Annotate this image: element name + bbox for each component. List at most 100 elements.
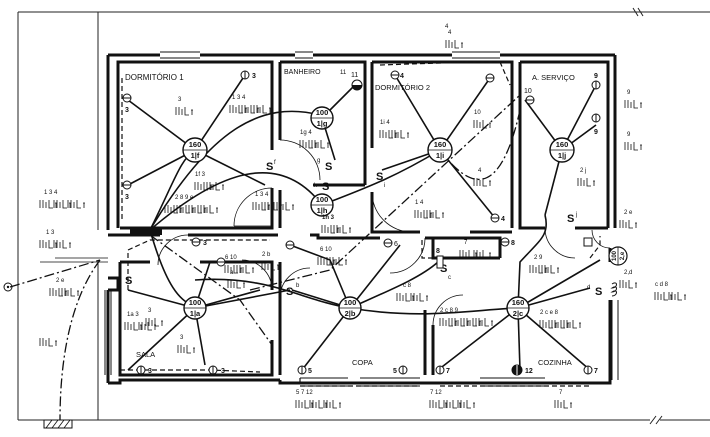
svg-text:2 b: 2 b [262,252,271,258]
outlet-icon: 4 [490,213,505,223]
wire-label [39,337,58,347]
wire-label: 3 [177,335,196,354]
light-servico: 160 1|j [549,137,575,163]
wire-label: 4 [445,30,464,49]
svg-text:3: 3 [178,97,182,103]
switch-icon: Sh [314,181,329,193]
svg-text:5 7 12: 5 7 12 [296,390,313,396]
wire-label: 2 e [619,210,638,229]
svg-text:S: S [595,286,602,298]
svg-text:S: S [440,263,447,275]
room-label-dormitorio2: DORMITÓRIO 2 [375,83,430,92]
room-label-cozinha: COZINHA [538,358,572,367]
svg-text:1g 4: 1g 4 [300,130,312,136]
light-exterior: 100 2,e [608,246,628,266]
light-dormitorio2: 160 1|i [427,137,453,163]
outlet-icon: 3 [136,365,152,375]
door-swings [40,139,611,326]
outlet-icon: 12 [511,364,533,376]
site-boundary [17,7,710,425]
switch-icon: Si [376,171,385,189]
circuit-annotations: 1 3 4 1 3 2 e 3 1 3 4 2 8 9 e 1f 3 1 3 4… [39,24,687,409]
svg-text:2 8 9 e: 2 8 9 e [175,195,194,201]
svg-text:1i 4: 1i 4 [380,120,390,126]
svg-text:4: 4 [448,30,452,36]
svg-text:100: 100 [316,108,329,117]
outlet-icon: 3 [240,70,256,80]
svg-text:c: c [448,275,451,281]
room-label-copa: COPA [352,358,373,367]
svg-text:2|c: 2|c [513,309,523,318]
svg-text:1 3 4: 1 3 4 [232,95,246,101]
wire-label: 2 e [49,278,80,297]
outlets: 3 3 3 11 4 4 9 9 10 3 6 8 3 3 5 5 7 12 7 [122,70,601,376]
svg-text:S: S [325,161,332,173]
svg-text:c 8: c 8 [403,283,412,289]
svg-text:8: 8 [511,240,515,247]
svg-text:1f 3: 1f 3 [195,172,206,178]
outlet-icon: 3 [122,93,132,114]
wire-label: 2,d [619,270,638,289]
svg-text:g: g [317,158,320,164]
svg-text:9: 9 [594,73,598,80]
outlet-icon: 10 [524,88,535,105]
wire-label: 11 [340,70,347,76]
wire-label: 1h 3 [321,215,352,234]
switch-icon: Sg [317,158,332,173]
wire-label: 1g 4 [299,130,330,149]
svg-text:h: h [314,183,317,189]
svg-text:6 10: 6 10 [225,255,237,261]
svg-text:2,d: 2,d [624,270,632,276]
svg-text:1 3 4: 1 3 4 [255,192,269,198]
wire-label: 5 7 12 [295,390,342,409]
coil-symbol [610,282,617,297]
svg-text:4: 4 [445,24,449,30]
svg-text:1h 3: 1h 3 [322,215,335,221]
wire-label: 1 3 4 [39,190,86,209]
main-panel [3,227,162,429]
svg-text:S: S [286,286,293,298]
svg-text:a: a [118,276,122,282]
svg-text:100: 100 [316,195,329,204]
light-hall: 100 1|h [310,193,334,217]
walls [106,53,617,385]
svg-text:5: 5 [393,368,397,375]
light-sala: 100 1|a [183,296,207,320]
wire-label: 9 [624,132,643,151]
room-label-servico: A. SERVIÇO [532,73,575,82]
switch-icon: Sa [118,275,132,287]
svg-text:7: 7 [446,368,450,375]
svg-text:160: 160 [189,140,202,149]
outlet-icon: 3 [191,237,207,247]
svg-text:3: 3 [252,73,256,80]
wire-label: 1a 3 [124,312,157,331]
wire-label: 3 [145,308,164,327]
svg-text:7: 7 [464,240,468,246]
svg-text:2 c 8 9: 2 c 8 9 [440,308,459,314]
svg-text:7: 7 [594,368,598,375]
wire-label: 7 [459,240,492,259]
svg-text:1|f: 1|f [191,151,200,160]
wire-label: 6 10 [224,255,255,274]
wire-label: 7 [554,390,573,409]
wire-label: 2 c 8 9 [439,308,494,327]
svg-text:11: 11 [351,72,358,79]
svg-text:S: S [376,171,383,183]
room-labels: DORMITÓRIO 1 BANHEIRO DORMITÓRIO 2 A. SE… [125,69,575,367]
svg-text:2 e: 2 e [624,210,633,216]
svg-text:2,e: 2,e [620,251,626,260]
svg-text:f: f [274,160,276,166]
light-cozinha: 160 2|c [506,296,530,320]
outlet-icon [485,73,495,83]
svg-text:3: 3 [125,107,129,114]
outlet-icon: 6 [383,238,398,248]
svg-text:3: 3 [180,335,184,341]
wire-label: 4 [473,168,492,187]
ceiling-lights: 160 1|f 100 1|g 100 1|h 160 1|i 160 1|j [182,106,628,320]
outlet-icon: 9 [591,73,601,90]
